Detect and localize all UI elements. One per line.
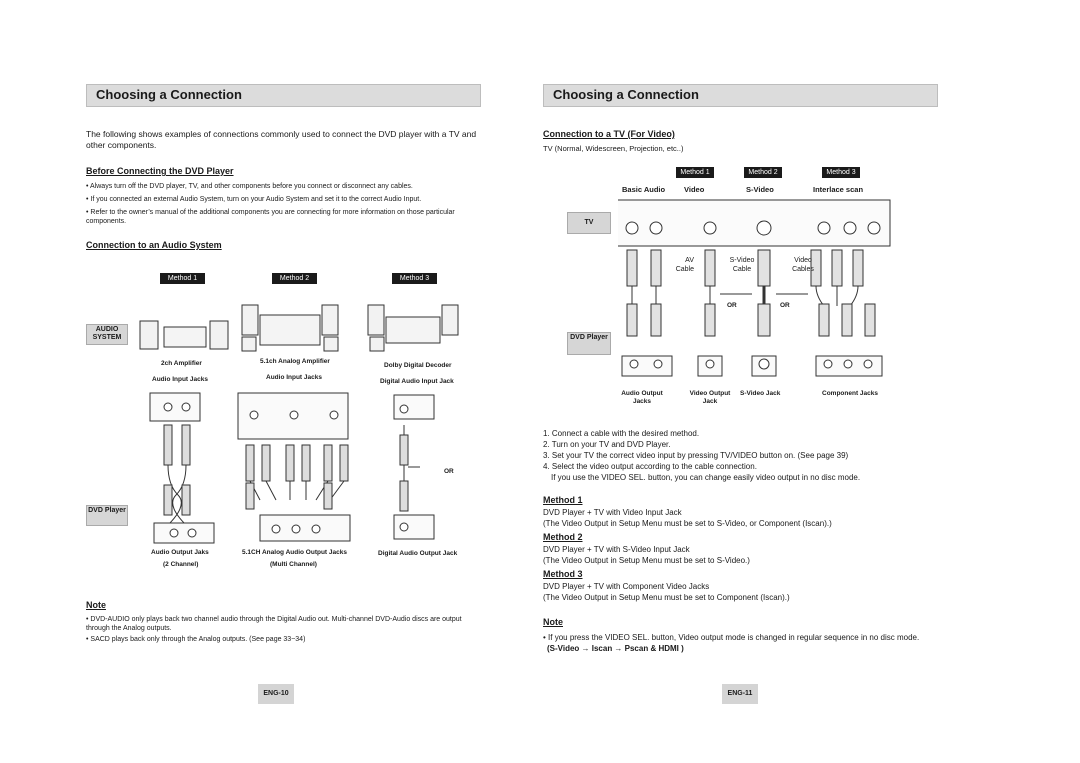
or-label-left: OR: [444, 468, 454, 475]
col3-top-label: Dolby Digital Decoder: [384, 362, 452, 369]
audio-system-label: AUDIO SYSTEM: [86, 324, 128, 345]
speaker-right-icon: [209, 320, 229, 350]
method-3-label: Method 3: [392, 273, 437, 284]
dvd-player-label-left: DVD Player: [86, 505, 128, 526]
audio-heading: Connection to an Audio System: [86, 240, 222, 250]
before-heading: Before Connecting the DVD Player: [86, 166, 234, 176]
method-3-heading: Method 3: [543, 569, 583, 579]
right-title: Choosing a Connection: [553, 87, 699, 102]
dvd-player-label-right: DVD Player: [567, 332, 611, 355]
step-4-note: If you use the VIDEO SEL. button, you ca…: [551, 473, 861, 482]
tv-label: TV: [567, 212, 611, 234]
col2-sub-label: Audio Input Jacks: [266, 374, 322, 381]
method-3-label-right: Method 3: [822, 167, 860, 178]
bottom2b-label: (Multi Channel): [270, 561, 317, 568]
method-1-line: (The Video Output in Setup Menu must be …: [543, 519, 832, 528]
before-item: • If you connected an external Audio Sys…: [86, 196, 422, 203]
method-2-line: (The Video Output in Setup Menu must be …: [543, 556, 750, 565]
method-1-label: Method 1: [160, 273, 205, 284]
step-3: 3. Set your TV the correct video input b…: [543, 451, 849, 460]
bottom3-label: Digital Audio Output Jack: [378, 550, 458, 557]
audio-connection-diagram: [139, 304, 459, 544]
method-3-line: DVD Player + TV with Component Video Jac…: [543, 582, 710, 591]
left-page-number: ENG-10: [258, 684, 294, 704]
bottom1a-label: Audio Output Jaks: [151, 549, 209, 556]
col-basic-audio: Basic Audio: [622, 185, 666, 194]
jack-component-label: Component Jacks: [822, 390, 878, 397]
left-title-bar: Choosing a Connection: [86, 84, 481, 107]
step-4: 4. Select the video output according to …: [543, 462, 757, 471]
dolby-decoder-icon: [385, 316, 441, 344]
left-title: Choosing a Connection: [96, 87, 242, 102]
tv-heading: Connection to a TV (For Video): [543, 129, 675, 139]
left-intro: The following shows examples of connecti…: [86, 129, 477, 150]
jack-video-label: Video Output Jack: [689, 390, 731, 405]
col1-sub-label: Audio Input Jacks: [152, 376, 208, 383]
col3-sub-label: Digital Audio Input Jack: [380, 378, 454, 385]
before-item: • Always turn off the DVD player, TV, an…: [86, 183, 413, 190]
video-connection-diagram: [618, 199, 891, 377]
col1-top-label: 2ch Amplifier: [161, 360, 202, 367]
right-note-heading: Note: [543, 617, 563, 627]
or-label-right-1: OR: [727, 302, 737, 309]
right-note-line: • If you press the VIDEO SEL. button, Vi…: [543, 633, 920, 642]
before-item: • Refer to the owner’s manual of the add…: [86, 209, 455, 225]
col-svideo: S-Video: [746, 185, 774, 194]
method-2-line: DVD Player + TV with S-Video Input Jack: [543, 545, 690, 554]
bottom1b-label: (2 Channel): [163, 561, 199, 568]
method-2-label-right: Method 2: [744, 167, 782, 178]
col-video: Video: [684, 185, 705, 194]
method-1-label-right: Method 1: [676, 167, 714, 178]
step-2: 2. Turn on your TV and DVD Player.: [543, 440, 671, 449]
col-interlace: Interlace scan: [813, 185, 864, 194]
cable-av-label: AV Cable: [675, 257, 694, 273]
right-page-number: ENG-11: [722, 684, 758, 704]
col2-top-label: 5.1ch Analog Amplifier: [260, 358, 330, 365]
speaker-left-icon: [139, 320, 159, 350]
method-1-line: DVD Player + TV with Video Input Jack: [543, 508, 682, 517]
tv-subheading: TV (Normal, Widescreen, Projection, etc.…: [543, 144, 684, 153]
bottom2a-label: 5.1CH Analog Audio Output Jacks: [242, 549, 347, 556]
method-3-line: (The Video Output in Setup Menu must be …: [543, 593, 790, 602]
or-label-right-2: OR: [780, 302, 790, 309]
left-note-heading: Note: [86, 600, 106, 610]
jack-svideo-label: S-Video Jack: [740, 390, 781, 397]
step-1: 1. Connect a cable with the desired meth…: [543, 429, 700, 438]
method-2-heading: Method 2: [543, 532, 583, 542]
amplifier-2ch-icon: [163, 326, 207, 348]
amplifier-51ch-icon: [259, 314, 321, 346]
cable-svideo-label: S-Video Cable: [729, 257, 755, 273]
right-title-bar: Choosing a Connection: [543, 84, 938, 107]
jack-audio-label: Audio Output Jacks: [621, 390, 663, 405]
right-note-sequence: (S-Video → Iscan → Pscan & HDMI ): [547, 644, 684, 653]
left-note-item: • DVD-AUDIO only plays back two channel …: [86, 616, 462, 632]
method-1-heading: Method 1: [543, 495, 583, 505]
cable-video-label: Video Cables: [792, 257, 814, 273]
method-2-label: Method 2: [272, 273, 317, 284]
left-note-item: • SACD plays back only through the Analo…: [86, 636, 306, 643]
